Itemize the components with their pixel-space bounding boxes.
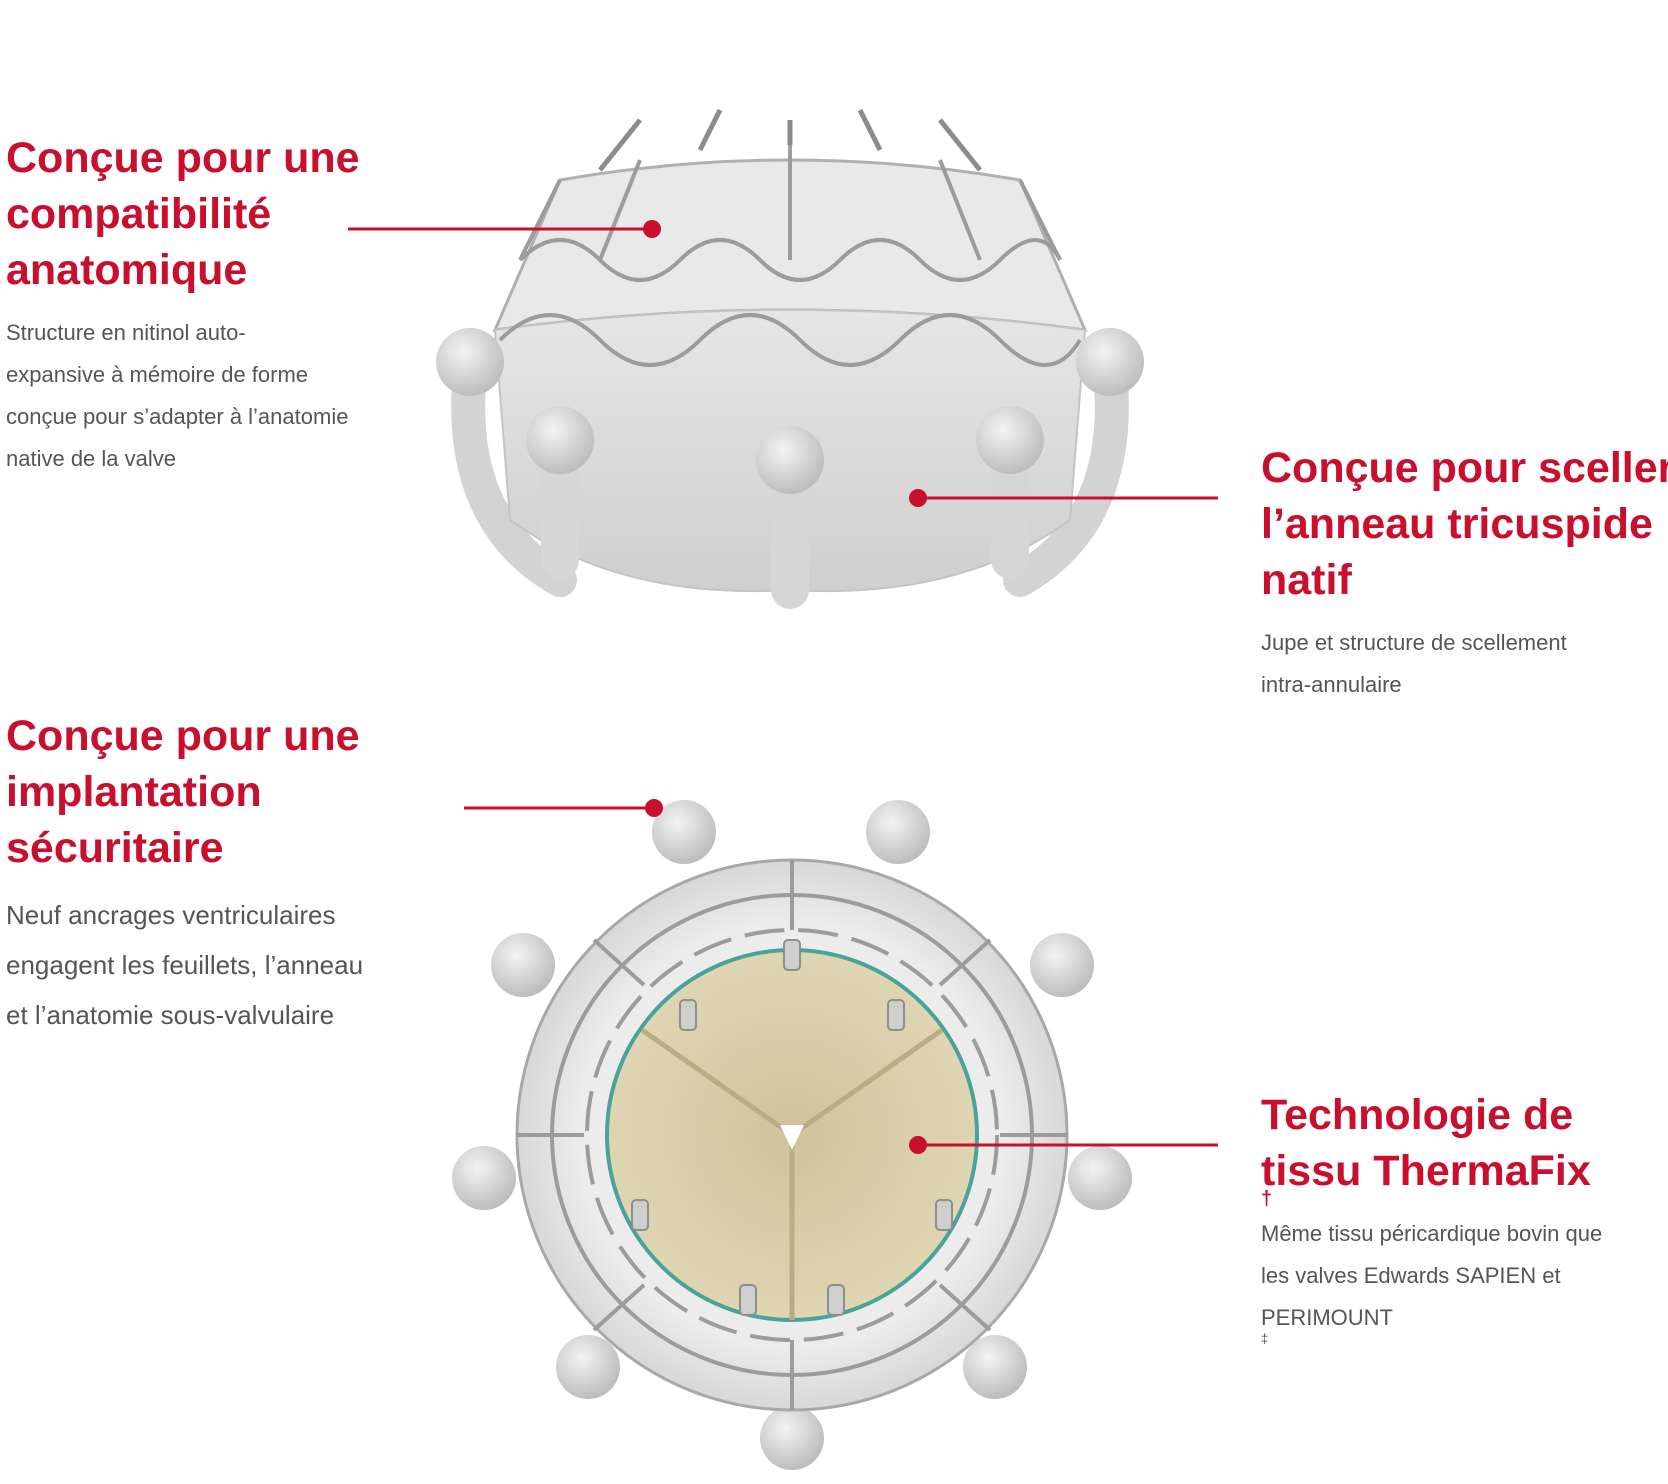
callout-thermafix (909, 1136, 1218, 1154)
feature-title: Conçue pour une implantation sécuritaire (6, 712, 360, 872)
feature-description: Neuf ancrages ventriculaires engagent le… (6, 900, 364, 1030)
feature-compatibilite: Conçue pour une compatibilité anatomique… (6, 130, 426, 480)
feature-title: Conçue pour une compatibilité anatomique (6, 134, 360, 294)
feature-sceller: Conçue pour sceller l’anneau tricuspide … (1261, 440, 1668, 706)
valve-side-view (436, 108, 1144, 609)
callout-implantation (464, 799, 663, 817)
feature-description: Jupe et structure de scellement intra-an… (1261, 630, 1567, 697)
callout-sceller (909, 489, 1218, 507)
feature-title: Technologie de tissu ThermaFix† (1261, 1091, 1591, 1210)
feature-description: Même tissu péricardique bovin que les va… (1261, 1221, 1603, 1346)
feature-implantation: Conçue pour une implantation sécuritaire… (6, 708, 436, 1040)
callout-compatibilite (348, 220, 661, 238)
valve-top-view (452, 800, 1132, 1470)
feature-description: Structure en nitinol auto- expansive à m… (6, 320, 349, 471)
feature-title: Conçue pour sceller l’anneau tricuspide … (1261, 444, 1668, 604)
feature-thermafix: Technologie de tissu ThermaFix† Même tis… (1261, 1087, 1661, 1346)
